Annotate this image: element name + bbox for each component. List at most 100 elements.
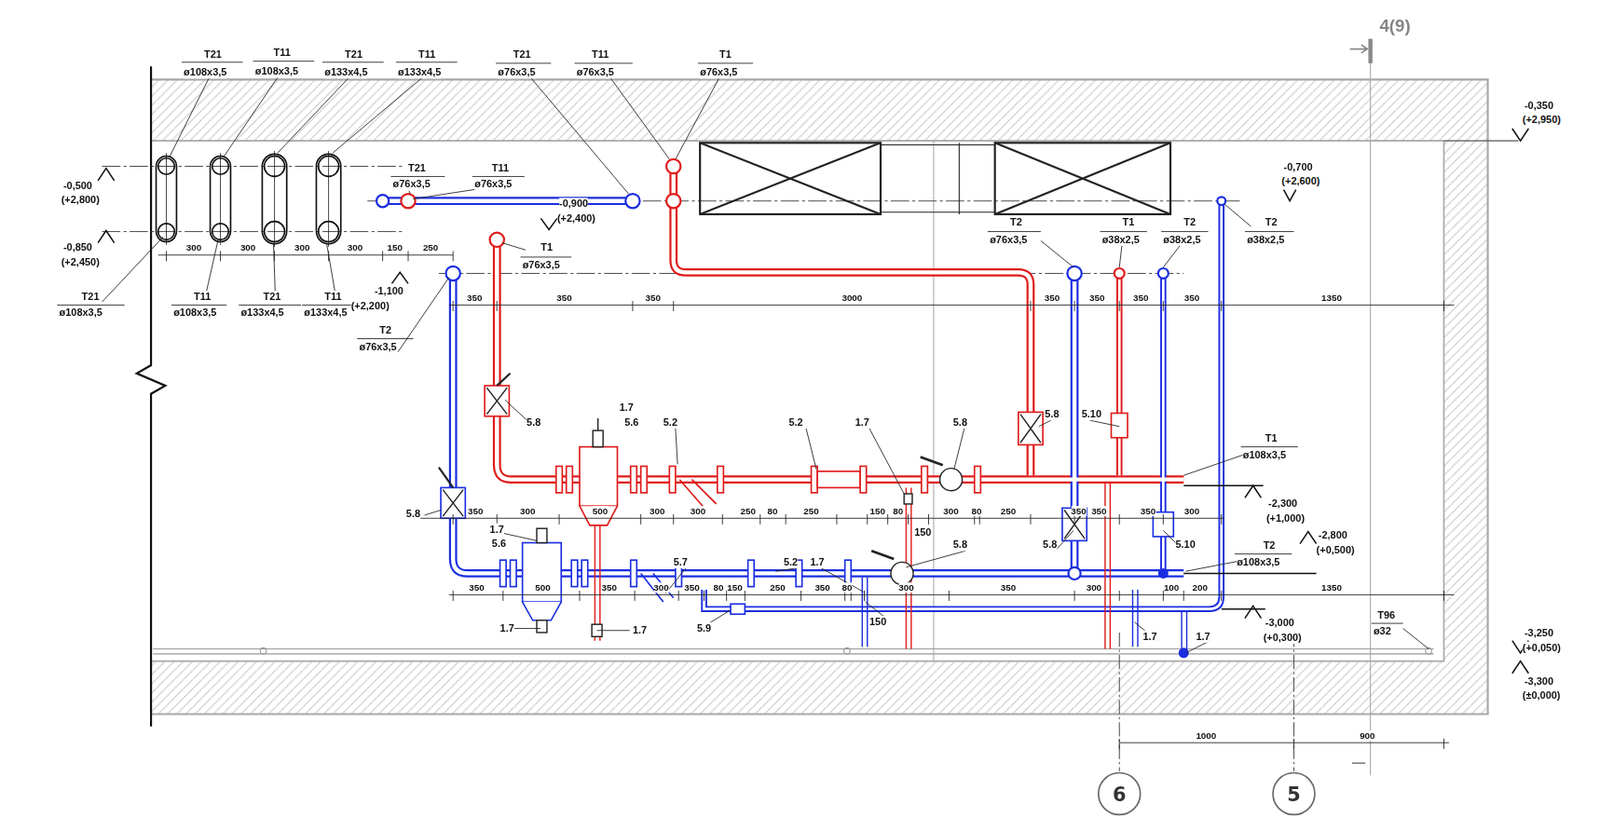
dimension-text: 350 xyxy=(601,582,617,593)
dimension-text: 80 xyxy=(841,582,852,593)
grid-axis-bubble: 5 xyxy=(1271,771,1316,817)
dimension-text: 350 xyxy=(556,292,572,303)
pipe-label: 5.7 xyxy=(673,556,688,569)
dimension-text: 350 xyxy=(683,582,699,593)
pipe-label: (+2,400) xyxy=(557,212,596,225)
pipe-label: T1 xyxy=(1265,432,1278,445)
pipe-label: -2,800 xyxy=(1318,529,1348,542)
pipe-label: ø38х2,5 xyxy=(1162,233,1201,247)
pipe-label: ø38х2,5 xyxy=(1246,233,1285,247)
pipe-label: ø76х3,5 xyxy=(358,341,397,354)
dimension-text: 350 xyxy=(1000,582,1016,593)
pipe-label: 5.2 xyxy=(663,416,678,429)
dimension-text: 150 xyxy=(726,582,742,593)
pipe-label: ø108х3,5 xyxy=(1236,556,1280,569)
pipe-label: -3,250 xyxy=(1524,627,1554,640)
pipe-label: T11 xyxy=(418,49,436,62)
pipe-label: -0,900 xyxy=(559,197,589,210)
dimension-text: 250 xyxy=(423,243,438,254)
pipe-label: ø32 xyxy=(1373,625,1392,638)
dimension-text: 1350 xyxy=(1321,582,1342,593)
pipe-label: -1,100 xyxy=(374,286,404,299)
pipe-label: ø76х3,5 xyxy=(522,259,561,272)
dimension-text: 300 xyxy=(943,505,958,517)
pipe-label: ø108х3,5 xyxy=(59,307,103,320)
dimension-text: 300 xyxy=(519,505,535,517)
dimension-text: 350 xyxy=(1091,505,1107,517)
dimension-text: 80 xyxy=(970,505,982,517)
pipe-label: T21 xyxy=(204,49,222,62)
pipe-label: 5.2 xyxy=(783,556,798,569)
pipe-label: ø76х3,5 xyxy=(576,66,615,79)
axis-number: 6 xyxy=(1096,771,1142,817)
dimension-text: 300 xyxy=(690,505,706,517)
pipe-label: -3,300 xyxy=(1524,675,1554,688)
pipe-label: T2 xyxy=(379,324,392,337)
pipe-label: 1.7 xyxy=(490,523,505,536)
pipe-label: (+1,000) xyxy=(1266,512,1305,525)
pipe-label: 5.2 xyxy=(788,416,803,429)
pipe-label: T2 xyxy=(1183,216,1196,229)
pipe-label: T21 xyxy=(263,290,282,303)
pipe-label: 150 xyxy=(914,526,931,539)
pipe-label: 5.8 xyxy=(953,416,968,429)
pipe-label: -0,700 xyxy=(1284,161,1313,174)
pipe-label: T1 xyxy=(719,49,732,62)
pipe-label: T96 xyxy=(1377,609,1395,622)
pipe-label: ø108х3,5 xyxy=(255,65,299,78)
dimension-text: 350 xyxy=(1089,292,1105,303)
pipe-label: T11 xyxy=(324,290,342,303)
pipe-label: ø76х3,5 xyxy=(497,66,535,79)
pipe-label: (+2,600) xyxy=(1281,175,1320,188)
axis-number: 5 xyxy=(1271,771,1316,817)
pipe-label: 5.6 xyxy=(492,537,506,550)
pipe-label: 1.7 xyxy=(809,556,824,569)
dimension-text: 350 xyxy=(1070,505,1086,517)
dimension-text: 100 xyxy=(1163,582,1179,593)
pipe-label: 5.10 xyxy=(1081,408,1102,421)
pipe-label: 1.7 xyxy=(619,401,634,414)
pipe-label: T11 xyxy=(193,290,211,303)
dimension-text: 80 xyxy=(892,505,903,517)
pipe-label: -0,850 xyxy=(63,242,93,255)
dimension-text: 300 xyxy=(186,243,202,254)
dimension-text: 80 xyxy=(712,582,724,593)
dimension-text: 500 xyxy=(534,582,550,593)
pipe-label: ø76х3,5 xyxy=(393,178,431,192)
dimension-text: 350 xyxy=(466,292,482,303)
grid-axis-bubble: 6 xyxy=(1096,771,1142,817)
pipe-label: 5.10 xyxy=(1175,538,1195,551)
dimension-text: 300 xyxy=(294,243,310,254)
pipe-label: (+2,450) xyxy=(61,256,100,269)
pipe-label: T21 xyxy=(82,290,100,303)
pipe-label: ø76х3,5 xyxy=(474,178,512,192)
dimension-text: 200 xyxy=(1192,582,1208,593)
dimension-text: 350 xyxy=(645,292,661,303)
dimension-text: 250 xyxy=(739,505,755,517)
pipe-label: -2,300 xyxy=(1268,497,1298,510)
dimension-text: 300 xyxy=(653,582,669,593)
pipe-label: (+2,200) xyxy=(351,300,390,313)
dimension-text: 350 xyxy=(814,582,830,593)
dimension-text: 250 xyxy=(769,582,785,593)
pipe-label: ø133х4,5 xyxy=(240,307,284,320)
pipe-label: T21 xyxy=(513,49,532,62)
dimension-text: 250 xyxy=(803,505,819,517)
dimension-text: 300 xyxy=(898,582,914,593)
dimension-text: 250 xyxy=(1000,505,1016,517)
dimension-text: 350 xyxy=(1133,292,1149,303)
pipe-label: (+2,950) xyxy=(1522,114,1561,127)
pipe-label: T1 xyxy=(1122,216,1136,229)
pipe-label: 1.7 xyxy=(1195,630,1210,643)
dimension-text: 350 xyxy=(1140,505,1156,517)
dimension-text: 350 xyxy=(1044,292,1060,303)
pipe-label: T2 xyxy=(1010,216,1023,229)
dimension-text: 350 xyxy=(467,505,483,517)
pipe-label: 150 xyxy=(869,615,887,629)
dimension-text: 300 xyxy=(649,505,665,517)
pipe-label: ø108х3,5 xyxy=(173,307,217,320)
pipe-label: ø108х3,5 xyxy=(1243,449,1286,462)
pipe-label: T11 xyxy=(492,162,509,175)
